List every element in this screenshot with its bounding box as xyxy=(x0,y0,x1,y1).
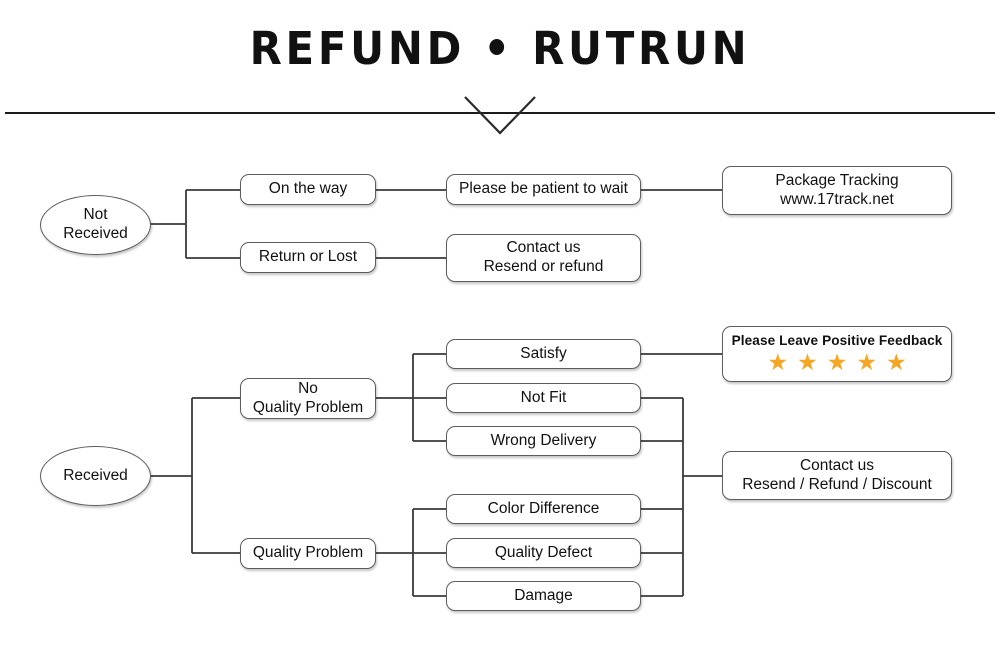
node-quality-problem[interactable]: Quality Problem xyxy=(240,538,376,569)
node-on-the-way[interactable]: On the way xyxy=(240,174,376,205)
header-divider xyxy=(5,112,995,114)
chevron-down-icon xyxy=(464,96,536,135)
star-icon[interactable]: ★ xyxy=(797,349,818,376)
star-icon[interactable]: ★ xyxy=(826,349,848,376)
node-contact-resend-or-refund[interactable]: Contact us Resend or refund xyxy=(446,234,641,282)
node-damage[interactable]: Damage xyxy=(446,581,641,611)
star-icon[interactable]: ★ xyxy=(885,349,907,376)
node-package-tracking[interactable]: Package Tracking www.17track.net xyxy=(722,166,952,215)
node-quality-defect[interactable]: Quality Defect xyxy=(446,538,641,568)
node-no-quality-problem[interactable]: No Quality Problem xyxy=(240,378,376,419)
node-received[interactable]: Received xyxy=(40,446,151,506)
page-title: REFUND • RUTRUN xyxy=(249,22,751,75)
node-not-received[interactable]: Not Received xyxy=(40,195,151,255)
node-return-or-lost[interactable]: Return or Lost xyxy=(240,242,376,273)
node-wrong-delivery[interactable]: Wrong Delivery xyxy=(446,426,641,456)
star-icon[interactable]: ★ xyxy=(767,349,789,376)
feedback-label: Please Leave Positive Feedback xyxy=(731,332,943,348)
star-rating[interactable]: ★ ★ ★ ★ ★ xyxy=(767,351,906,374)
star-icon[interactable]: ★ xyxy=(856,349,877,376)
node-contact-resend-refund-discount[interactable]: Contact us Resend / Refund / Discount xyxy=(722,451,952,500)
node-color-difference[interactable]: Color Difference xyxy=(446,494,641,524)
node-not-fit[interactable]: Not Fit xyxy=(446,383,641,413)
node-please-be-patient[interactable]: Please be patient to wait xyxy=(446,174,641,205)
node-leave-positive-feedback[interactable]: Please Leave Positive Feedback ★ ★ ★ ★ ★ xyxy=(722,326,952,382)
node-satisfy[interactable]: Satisfy xyxy=(446,339,641,369)
